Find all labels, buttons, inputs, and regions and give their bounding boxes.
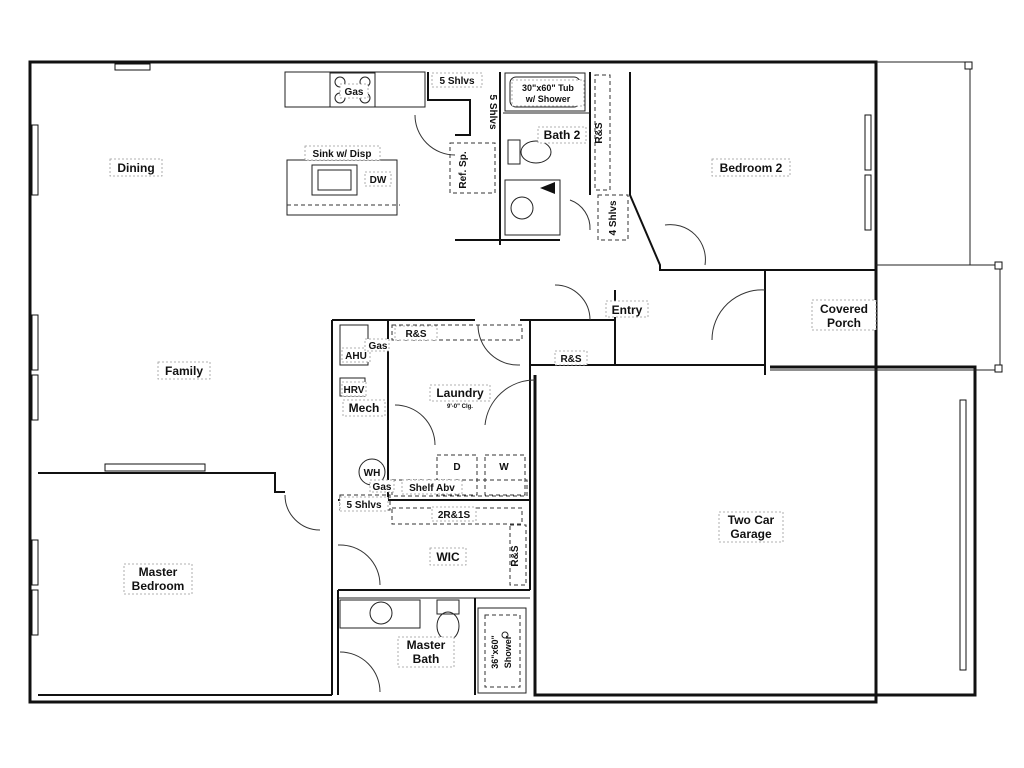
room-labels: Dining Family Bedroom 2 Bath 2 Entry Cov… <box>117 128 868 666</box>
label-mech-rs: R&S <box>405 329 426 340</box>
room-wic: WIC <box>436 550 460 564</box>
label-wic-rods: 2R&1S <box>438 510 471 521</box>
bath2-fixtures <box>503 72 629 241</box>
label-bed2-shelves: 4 Shlvs <box>608 200 619 235</box>
room-covered-porch-line2: Porch <box>827 316 861 330</box>
room-entry: Entry <box>612 303 643 317</box>
room-family: Family <box>165 364 203 378</box>
label-tub-line1: 30"x60" Tub <box>522 83 574 93</box>
room-master-bath-line2: Bath <box>413 652 440 666</box>
room-dining: Dining <box>117 161 154 175</box>
covered-porch-outline <box>770 61 1003 373</box>
exterior-walls <box>28 60 977 704</box>
label-washer: W <box>499 462 509 473</box>
label-backgrounds <box>109 72 877 668</box>
label-water-heater: WH <box>364 468 381 479</box>
label-wic-rs: R&S <box>510 545 521 566</box>
label-shelf-above: Shelf Abv <box>409 483 455 494</box>
label-ref-space: Ref. Sp. <box>458 151 469 188</box>
kitchen-fixtures <box>284 71 496 216</box>
label-tub-line2: w/ Shower <box>525 94 571 104</box>
label-pantry-shelves: 5 Shlvs <box>439 76 474 87</box>
label-master-shower-line1: 36"x60" <box>490 635 500 669</box>
label-wic-shelves: 5 Shlvs <box>346 500 381 511</box>
room-laundry: Laundry <box>436 386 484 400</box>
room-covered-porch-line1: Covered <box>820 302 868 316</box>
label-master-shower-line2: Shower <box>503 635 513 668</box>
label-gas-range: Gas <box>345 87 364 98</box>
label-bath2-rs: R&S <box>594 122 605 143</box>
room-garage-line1: Two Car <box>728 513 775 527</box>
room-bedroom-2: Bedroom 2 <box>720 161 783 175</box>
fixture-labels: Gas Sink w/ Disp DW 5 Shlvs 5 Shlvs 30"x… <box>313 76 619 669</box>
label-dishwasher: DW <box>370 175 387 186</box>
room-master-bedroom-line1: Master <box>139 565 178 579</box>
label-gas-mech: Gas <box>369 341 388 352</box>
room-master-bedroom-line2: Bedroom <box>132 579 185 593</box>
label-sink: Sink w/ Disp <box>313 149 372 160</box>
label-pantry-shelves-side: 5 Shlvs <box>487 94 498 129</box>
label-gas-wh: Gas <box>373 482 392 493</box>
label-dryer: D <box>453 462 460 473</box>
laundry-ceiling-height: 9'-0" Clg. <box>447 404 473 410</box>
label-hrv: HRV <box>344 385 365 396</box>
room-bath-2: Bath 2 <box>544 128 581 142</box>
label-ahu: AHU <box>345 351 367 362</box>
windows <box>31 63 967 671</box>
room-master-bath-line1: Master <box>407 638 446 652</box>
label-entry-rs: R&S <box>560 354 581 365</box>
room-garage-line2: Garage <box>730 527 772 541</box>
room-mech: Mech <box>349 401 380 415</box>
doors <box>284 114 766 693</box>
